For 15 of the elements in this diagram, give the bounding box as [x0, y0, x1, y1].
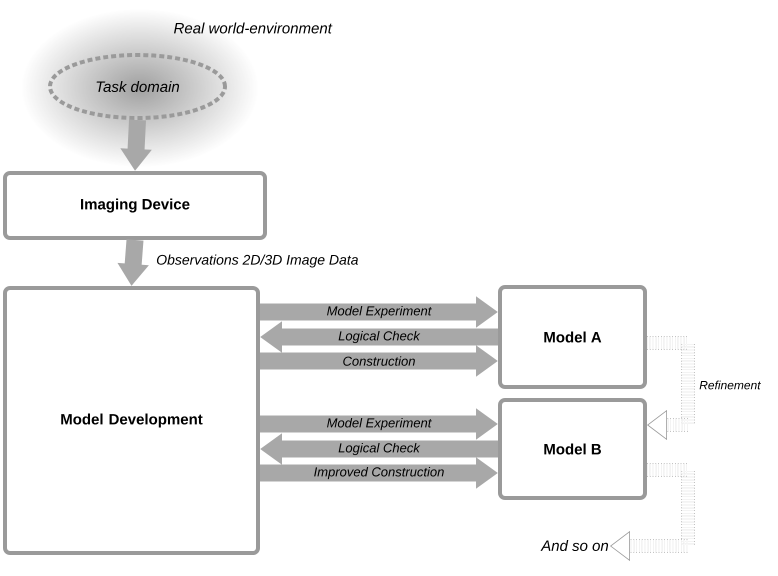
edge-label: Refinement — [698, 380, 762, 390]
process-box: Model Development — [3, 286, 260, 555]
process-box: Model B — [498, 398, 647, 500]
edge-label: Logical Check — [337, 330, 421, 344]
process-box: Imaging Device — [3, 171, 267, 240]
edge-label: Construction — [342, 355, 416, 367]
arrow — [647, 336, 695, 440]
edge-label: Observations 2D/3D Image Data — [155, 253, 360, 269]
node-text: And so on — [540, 540, 608, 552]
heading-label: Real world-environment — [174, 22, 332, 34]
edge-label: Model Experiment — [326, 304, 432, 320]
edge-label: Improved Construction — [312, 466, 446, 480]
process-box: Model A — [498, 285, 647, 389]
edge-label: Logical Check — [337, 442, 421, 456]
edge-label: Model Experiment — [326, 416, 432, 432]
